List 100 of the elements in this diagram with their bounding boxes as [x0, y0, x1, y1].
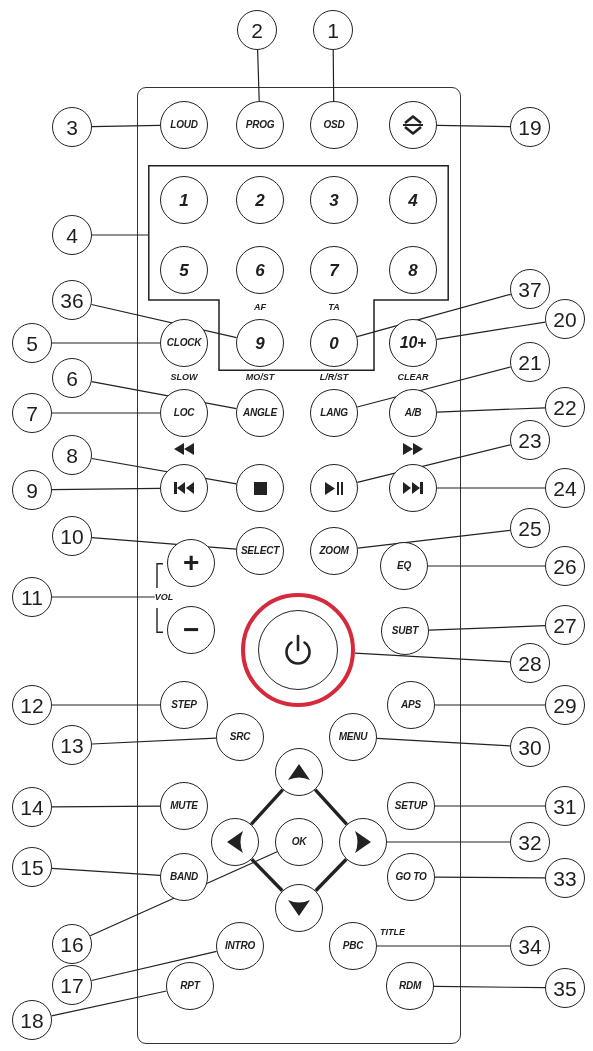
leader-line — [386, 841, 511, 843]
remote-button: RDM — [386, 962, 434, 1010]
remote-button: 6 — [236, 246, 284, 294]
remote-button: OK — [275, 818, 323, 866]
callout-number: 7 — [12, 393, 52, 433]
function-label: TITLE — [380, 927, 405, 938]
callout-number: 15 — [12, 847, 52, 887]
remote-button: 8 — [389, 246, 437, 294]
leader-line — [90, 303, 238, 339]
remote-button: + — [167, 539, 215, 587]
leader-line — [376, 945, 511, 947]
callout-number: 25 — [510, 508, 550, 548]
remote-button: MENU — [329, 713, 377, 761]
d-pad-outline — [313, 788, 349, 826]
callout-number: 9 — [12, 470, 52, 510]
remote-button: 3 — [310, 176, 358, 224]
remote-button: 7 — [310, 246, 358, 294]
callout-number: 35 — [545, 968, 585, 1008]
leader-line — [356, 293, 512, 338]
leader-line — [51, 990, 168, 1017]
leader-line — [376, 737, 511, 747]
remote-button: 2 — [236, 176, 284, 224]
leader-line — [91, 457, 237, 485]
leader-line — [434, 805, 546, 807]
volume-label: VOL — [154, 591, 174, 603]
callout-number: 14 — [12, 787, 52, 827]
callout-number: 33 — [545, 858, 585, 898]
remote-button: PROG — [236, 101, 284, 149]
leader-line — [51, 867, 161, 876]
remote-button: STEP — [160, 681, 208, 729]
callout-number: 20 — [545, 299, 585, 339]
callout-number: 2 — [237, 10, 277, 50]
remote-button — [160, 464, 208, 512]
remote-button: CLOCK — [160, 319, 208, 367]
function-label: SLOW — [170, 372, 198, 383]
remote-button: 10+ — [389, 319, 437, 367]
leader-line — [91, 737, 217, 745]
remote-button: MUTE — [160, 782, 208, 830]
function-label: L/R/ST — [319, 372, 349, 383]
function-label: CLEAR — [397, 372, 429, 383]
remote-button: APS — [387, 681, 435, 729]
leader-line — [436, 407, 546, 413]
remote-button: PBC — [329, 922, 377, 970]
callout-number: 5 — [12, 323, 52, 363]
callout-number: 3 — [52, 107, 92, 147]
remote-button: − — [167, 606, 215, 654]
callout-number: 13 — [52, 725, 92, 765]
callout-number: 32 — [510, 822, 550, 862]
callout-number: 21 — [510, 342, 550, 382]
function-label: AF — [254, 302, 266, 313]
callout-number: 17 — [52, 965, 92, 1005]
callout-number: 18 — [12, 1000, 52, 1040]
remote-button: SELECT — [236, 527, 284, 575]
callout-number: 11 — [12, 577, 52, 617]
callout-number: 8 — [52, 435, 92, 475]
callout-number: 23 — [510, 420, 550, 460]
function-label: MO/ST — [245, 372, 275, 383]
callout-number: 24 — [545, 468, 585, 508]
remote-button: 4 — [389, 176, 437, 224]
leader-line — [51, 342, 161, 344]
leader-line — [434, 876, 546, 879]
remote-button: ANGLE — [236, 389, 284, 437]
leader-line — [427, 565, 546, 567]
leader-line — [433, 985, 546, 989]
leader-line — [356, 444, 512, 483]
leader-line — [91, 234, 149, 236]
leader-line — [436, 124, 511, 128]
leader-line — [51, 487, 161, 491]
callout-number: 22 — [545, 387, 585, 427]
remote-button: 0 — [310, 319, 358, 367]
remote-button — [310, 464, 358, 512]
remote-button — [236, 464, 284, 512]
leader-line — [91, 124, 161, 128]
remote-button: LANG — [310, 389, 358, 437]
leader-line — [91, 381, 237, 410]
remote-button — [389, 101, 437, 149]
remote-button — [211, 818, 259, 866]
remote-button — [339, 818, 387, 866]
callout-number: 16 — [52, 924, 92, 964]
callout-number: 30 — [510, 727, 550, 767]
callout-number: 37 — [510, 269, 550, 309]
d-pad-outline — [314, 858, 348, 892]
callout-number: 36 — [52, 280, 92, 320]
callout-number: 29 — [545, 685, 585, 725]
leader-line — [51, 596, 156, 598]
callout-number: 28 — [510, 643, 550, 683]
leader-line — [428, 625, 546, 631]
callout-number: 6 — [52, 358, 92, 398]
callout-number: 34 — [510, 926, 550, 966]
callout-number: 4 — [52, 215, 92, 255]
remote-button: OSD — [310, 101, 358, 149]
leader-line — [51, 412, 161, 414]
remote-button: 9 — [236, 319, 284, 367]
leader-line — [332, 49, 335, 102]
d-pad-outline — [250, 858, 284, 892]
leader-line — [89, 851, 278, 937]
callout-number: 27 — [545, 605, 585, 645]
callout-number: 19 — [510, 107, 550, 147]
leader-line — [434, 704, 546, 706]
leader-line — [356, 366, 512, 408]
